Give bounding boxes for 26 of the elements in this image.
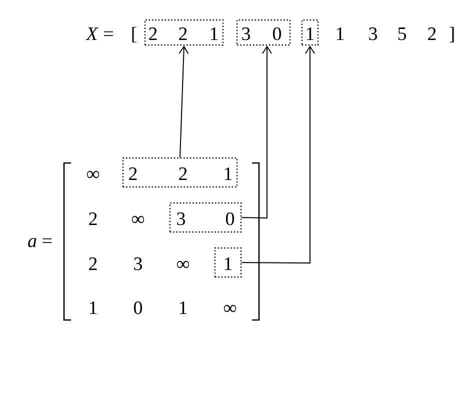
dotted-box: 3 0	[236, 19, 291, 46]
matrix-entry: X =	[86, 28, 113, 40]
matrix-entry: ]	[450, 26, 454, 43]
dotted-box: 1	[214, 247, 242, 278]
dotted-box: 1	[301, 19, 319, 46]
arrow	[241, 46, 272, 218]
matrix-entry: 2	[428, 27, 436, 40]
matrix-entry: 3	[134, 257, 142, 270]
dotted-box: 2 2 1	[122, 157, 238, 188]
matrix-entry: 2	[89, 212, 97, 225]
matrix-entry: ∞	[132, 216, 144, 224]
matrix-entry: 1	[90, 301, 97, 314]
matrix-entry: 2	[89, 257, 97, 270]
matrix-entry: ∞	[176, 260, 190, 268]
matrix-entry: ∞	[86, 170, 100, 178]
dotted-box: 3 0	[169, 202, 242, 233]
matrix-entry: 3	[369, 27, 377, 40]
arrow	[178, 46, 189, 158]
dotted-box: 2 2 1	[144, 19, 224, 46]
matrix-entry: 0	[134, 301, 142, 314]
matrix-entry: a =	[28, 238, 52, 248]
matrix-entry: 1	[336, 27, 344, 40]
arrow	[241, 46, 315, 264]
matrix-entry: ∞	[224, 304, 236, 312]
matrix-entry: 1	[180, 301, 187, 314]
matrix-entry: 5	[398, 28, 406, 40]
